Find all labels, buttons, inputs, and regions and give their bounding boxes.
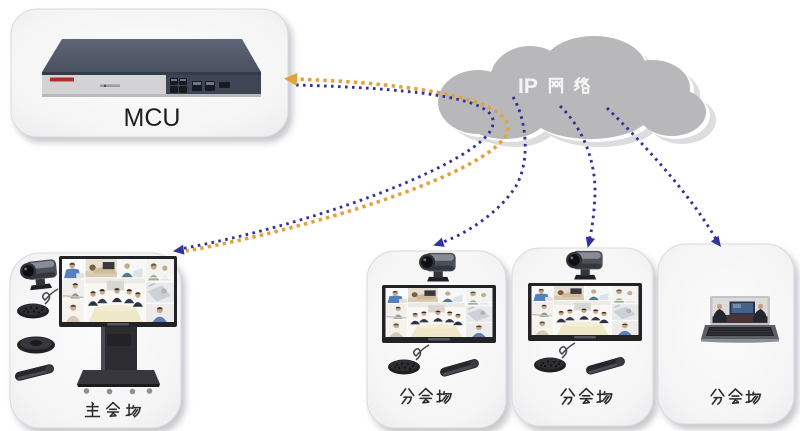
svg-text:IP: IP xyxy=(518,75,538,98)
svg-text:MCU: MCU xyxy=(124,104,181,132)
